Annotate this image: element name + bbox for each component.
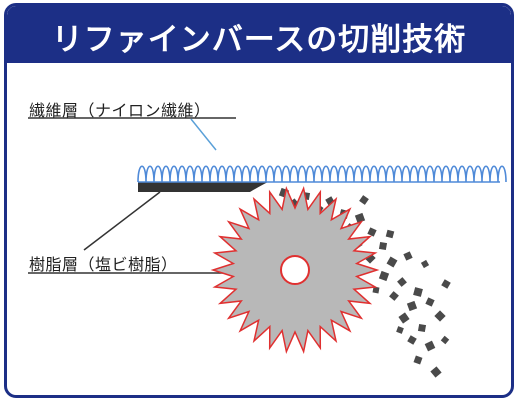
chip [367,227,377,237]
chip [441,279,451,289]
chip [398,312,410,324]
chip [417,323,427,333]
header-bar: リファインバースの切削技術 [7,6,511,63]
chip [424,340,436,352]
chip [386,256,398,268]
chip [396,326,404,334]
chip [389,291,399,301]
chip [420,259,430,269]
fiber-layer-label: 繊維層（ナイロン繊維） [29,101,211,120]
chip [407,335,417,345]
chip [413,355,423,365]
chip [397,277,407,287]
chip [372,286,380,294]
fiber-leader-line [190,118,217,151]
chip [403,251,413,261]
chip [378,241,388,251]
saw-blade [210,185,380,355]
chip [425,297,435,307]
resin-layer-label: 樹脂層（塩ビ樹脂） [29,255,178,274]
chip [413,287,423,297]
resin-layer [138,182,268,192]
resin-leader-line [83,191,161,251]
chip [354,212,366,224]
chip [434,310,446,322]
saw-blade-hub [280,255,310,285]
chip [406,300,418,312]
chip [385,229,395,239]
diagram-title: リファインバースの切削技術 [51,22,467,58]
fiber-loops [137,165,507,183]
fiber-layer [137,165,507,183]
chip [440,335,450,345]
chip [430,366,442,378]
chip [359,195,369,205]
chip [378,270,390,282]
